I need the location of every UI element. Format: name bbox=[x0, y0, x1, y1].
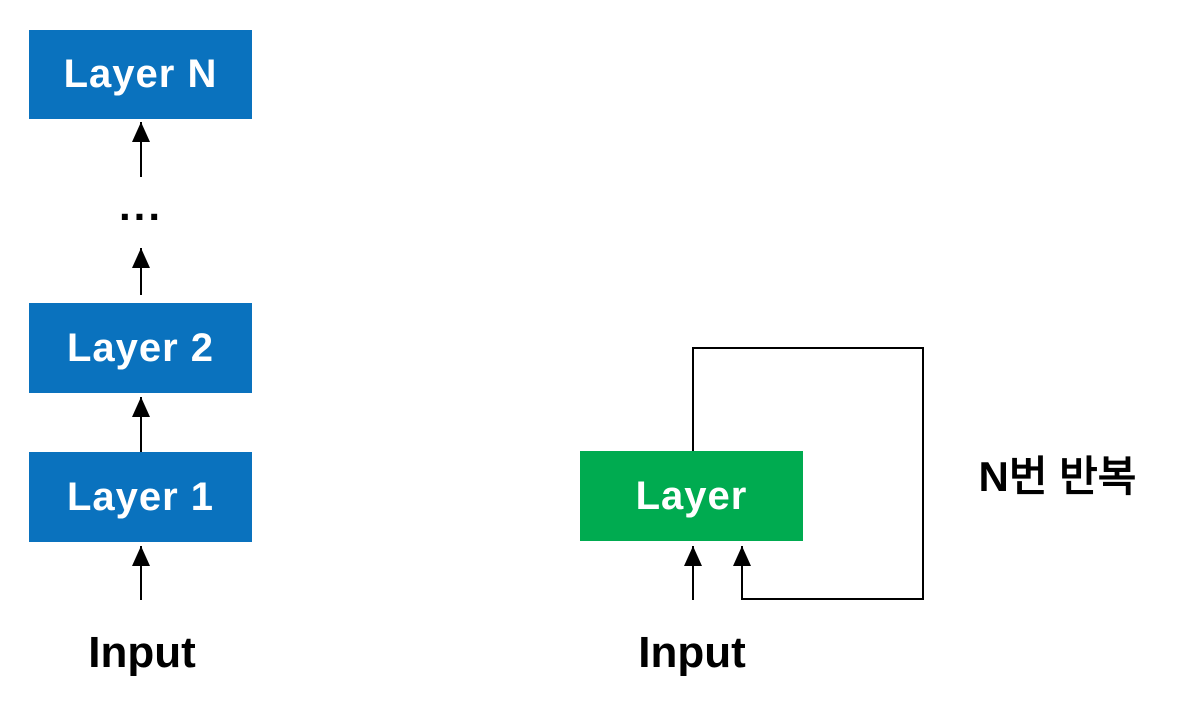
layer-2-box: Layer 2 bbox=[29, 303, 252, 393]
recurrent-layer-label: Layer bbox=[635, 473, 748, 518]
right-input-label: Input bbox=[638, 628, 746, 677]
layer-1-box: Layer 1 bbox=[29, 452, 252, 542]
layer-n-box: Layer N bbox=[29, 30, 252, 119]
repeat-n-times-label: N번 반복 bbox=[978, 452, 1137, 500]
recurrent-layer-box: Layer bbox=[580, 451, 803, 541]
ellipsis-dots: ... bbox=[118, 182, 163, 229]
layer-1-label: Layer 1 bbox=[66, 474, 215, 519]
recurrence-loop-arrow bbox=[692, 347, 924, 600]
layer-2-label: Layer 2 bbox=[66, 325, 215, 370]
left-input-label: Input bbox=[88, 628, 196, 677]
layer-n-label: Layer N bbox=[63, 52, 218, 96]
